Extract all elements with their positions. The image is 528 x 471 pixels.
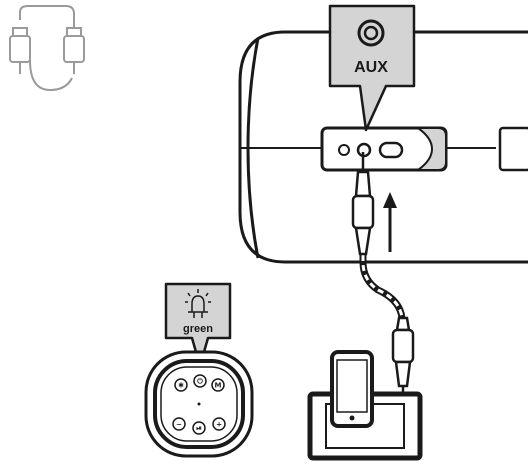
power-icon: ⏻ xyxy=(197,378,203,386)
power-button[interactable]: ⏻ xyxy=(193,374,207,388)
bluetooth-button[interactable]: ✱ xyxy=(174,378,188,392)
volume-up-icon: + xyxy=(216,421,222,429)
mode-button[interactable]: M xyxy=(211,378,225,392)
volume-down-icon: − xyxy=(176,421,182,429)
aux-port-panel xyxy=(320,126,448,172)
play-pause-icon: ⏯ xyxy=(196,425,202,433)
control-buttons: ✱ ⏻ M − ⏯ + xyxy=(172,374,226,435)
phone-device xyxy=(330,350,374,428)
aux-cable xyxy=(359,251,406,322)
aux-plug-speaker xyxy=(351,152,375,256)
speaker-body xyxy=(238,30,528,264)
volume-down-button[interactable]: − xyxy=(172,417,186,431)
bluetooth-icon: ✱ xyxy=(178,382,184,390)
usb-port xyxy=(378,141,404,159)
led-bulb-icon xyxy=(185,289,211,318)
speaker-control-panel xyxy=(144,350,254,458)
aux-plug-device xyxy=(391,316,415,408)
green-label: green xyxy=(183,323,213,335)
volume-up-button[interactable]: + xyxy=(212,417,226,431)
mode-icon: M xyxy=(215,382,222,390)
led-indicator xyxy=(338,144,350,156)
aux-cable-icon xyxy=(9,5,85,92)
aux-callout: AUX xyxy=(328,4,416,132)
insert-arrow xyxy=(383,192,397,252)
play-pause-button[interactable]: ⏯ xyxy=(192,421,206,435)
aux-label: AUX xyxy=(354,59,388,76)
